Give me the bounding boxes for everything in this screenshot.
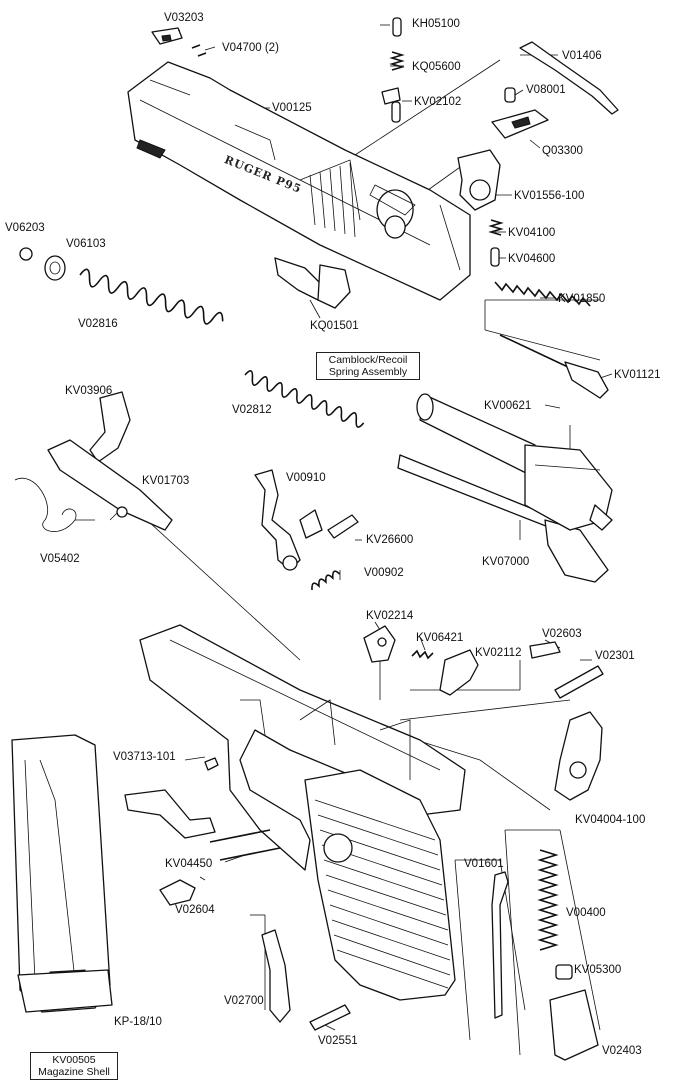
hammer-kv02112 <box>439 649 479 696</box>
safety-kv01556 <box>457 149 501 211</box>
callout-v01406: V01406 <box>562 50 602 62</box>
trigger-bar-v00910 <box>254 469 323 571</box>
ejector-kv01703 <box>47 439 173 531</box>
callout-v03203: V03203 <box>164 12 204 24</box>
spring-kv04100 <box>488 219 504 236</box>
firing-pin-spring-kv01850 <box>494 281 591 307</box>
seat-kv05300 <box>555 964 573 980</box>
spring-kq05600 <box>389 51 405 71</box>
callout-kv26600: KV26600 <box>366 534 414 546</box>
callout-kv01556-100: KV01556-100 <box>514 190 585 202</box>
spring-v05402 <box>14 477 95 532</box>
callout-kv01850: KV01850 <box>558 293 606 305</box>
callout-kh05100: KH05100 <box>412 18 460 30</box>
callout-kv06421: KV06421 <box>416 632 464 644</box>
camblock-recoil-box: Camblock/Recoil Spring Assembly <box>316 352 420 380</box>
callout-kv02112: KV02112 <box>475 647 522 659</box>
callout-kv02214: KV02214 <box>366 610 414 622</box>
callout-kv01703: KV01703 <box>142 475 190 487</box>
magazine-line2: Magazine Shell <box>38 1066 110 1078</box>
firing-pin-kv01121 <box>499 334 609 399</box>
pin-v03713 <box>204 757 219 771</box>
callout-kv04600: KV04600 <box>508 253 556 265</box>
callout-v02301: V02301 <box>595 650 635 662</box>
callout-v00910: V00910 <box>286 472 326 484</box>
pin-kv26600 <box>327 514 359 539</box>
callout-v02604: V02604 <box>175 904 215 916</box>
callout-v00125: V00125 <box>272 102 312 114</box>
frame <box>139 624 466 871</box>
callout-kv04004-100: KV04004-100 <box>575 814 646 826</box>
callout-v02403: V02403 <box>602 1045 642 1057</box>
callout-kv07000: KV07000 <box>482 556 530 568</box>
callout-v02603: V02603 <box>542 628 582 640</box>
pins-v04700 <box>191 44 207 57</box>
callout-kv04450: KV04450 <box>165 858 213 870</box>
disconnector-kv02214 <box>363 625 396 663</box>
takedown-kv04450 <box>124 789 216 839</box>
callout-v06103: V06103 <box>66 238 106 250</box>
grip <box>304 769 456 1001</box>
plunger-kh05100 <box>392 17 402 37</box>
callout-kv02102: KV02102 <box>414 96 462 108</box>
callout-v02812: V02812 <box>232 404 272 416</box>
hammer-kv04004 <box>554 711 603 801</box>
magazine-kp18-10 <box>11 734 113 1013</box>
magazine-shell-box: KV00505 Magazine Shell <box>30 1052 118 1080</box>
barrel-kv00621 <box>416 393 613 531</box>
spring-v00902 <box>311 570 341 591</box>
camblock-line2: Spring Assembly <box>328 366 408 378</box>
extractor-v01406 <box>519 41 619 115</box>
callout-v04700: V04700 (2) <box>222 42 279 54</box>
pin-kv04600 <box>490 247 500 267</box>
rear-sight-v03203 <box>151 27 183 45</box>
bushing-v06103 <box>44 255 66 281</box>
callout-kv05300: KV05300 <box>574 964 622 976</box>
callout-v03713-101: V03713-101 <box>113 751 176 763</box>
ejector-kq01501 <box>274 257 351 309</box>
callout-kv04100: KV04100 <box>508 227 556 239</box>
spring-kv06421 <box>411 649 434 660</box>
pin-v02301 <box>554 665 604 699</box>
recoil-spring-v02816 <box>79 268 224 325</box>
ring-v06203 <box>19 247 33 261</box>
mainspring-v00400 <box>537 849 559 951</box>
callout-v08001: V08001 <box>526 84 566 96</box>
callout-v01601: V01601 <box>464 858 504 870</box>
callout-v02551: V02551 <box>318 1035 358 1047</box>
trigger-spring-v02700 <box>261 929 291 1023</box>
callout-q03300: Q03300 <box>542 145 583 157</box>
callout-v00902: V00902 <box>364 567 404 579</box>
callout-kv00621: KV00621 <box>484 400 532 412</box>
callout-kv01121: KV01121 <box>614 369 661 381</box>
slide-v00125 <box>127 61 471 301</box>
camblock-line1: Camblock/Recoil <box>328 354 408 366</box>
pin-v02551 <box>309 1004 351 1031</box>
hammer-strut-v01601 <box>491 871 509 1019</box>
callout-kq01501: KQ01501 <box>310 320 359 332</box>
callout-kp-18-10: KP-18/10 <box>114 1016 162 1028</box>
callout-v00400: V00400 <box>566 907 606 919</box>
callout-v02700: V02700 <box>224 995 264 1007</box>
pin-v02603 <box>529 641 561 659</box>
rear-sight-q03300 <box>491 87 549 139</box>
pins-group <box>209 829 281 861</box>
mainspring-housing-v02403 <box>549 989 599 1061</box>
callout-v06203: V06203 <box>5 222 45 234</box>
callout-kq05600: KQ05600 <box>412 61 461 73</box>
callout-v02816: V02816 <box>78 318 118 330</box>
callout-v05402: V05402 <box>40 553 80 565</box>
callout-kv03906: KV03906 <box>65 385 113 397</box>
detent-kv02102 <box>381 87 401 123</box>
slide-stop-kv03906 <box>89 391 131 463</box>
mag-catch-v02604 <box>159 879 196 906</box>
magazine-line1: KV00505 <box>52 1054 96 1066</box>
guide-rod-spring-v02812 <box>244 370 365 428</box>
guide-rod-kv07000 <box>397 454 609 583</box>
